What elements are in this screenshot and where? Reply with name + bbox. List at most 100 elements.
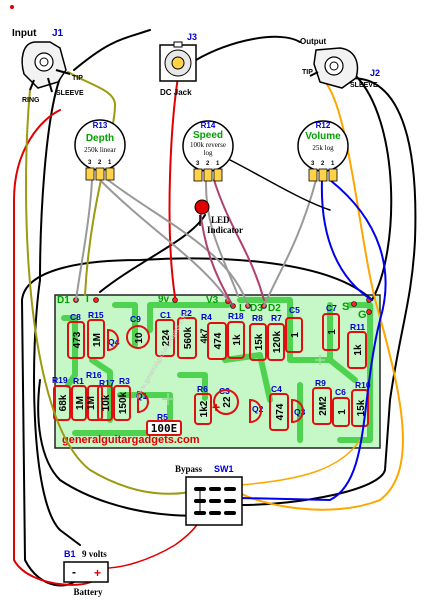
r19-body [53, 385, 71, 421]
ref-r15: R15 [88, 310, 104, 320]
ref-r1: R1 [73, 376, 84, 386]
c1-body [155, 319, 175, 357]
wire-led-to-d1 [99, 214, 206, 293]
led-label-line2: Indicator [207, 225, 243, 235]
value-r18: 1k [232, 334, 243, 346]
r11-body [347, 331, 367, 369]
r3-body [113, 385, 131, 421]
battery-ref: B1 [64, 549, 76, 559]
value-r8: 15k [254, 333, 265, 350]
wire-ground-return [33, 279, 81, 546]
wire-battery-positive [13, 109, 97, 586]
r8-body [249, 323, 267, 361]
q2-body [249, 398, 262, 424]
pad-label-l: L [239, 303, 245, 314]
dc-jack-ref: J3 [187, 32, 197, 42]
pad-label-i: I [86, 294, 89, 305]
input-jack-tip-lug [55, 69, 71, 75]
pot-volume-lugs [308, 168, 338, 182]
ref-c6: C6 [335, 387, 346, 397]
ref-r5: R5 [157, 412, 168, 422]
value-c2: 474 [213, 332, 224, 349]
battery: B1 9 volts - + Battery [63, 549, 109, 597]
ground-plus-marks [162, 355, 325, 405]
q1-body [137, 390, 149, 414]
wire-battery-ground [20, 257, 373, 587]
input-jack-title: Input [12, 28, 37, 39]
pot-depth-pin1: 1 [108, 160, 112, 166]
r17-body [97, 385, 113, 421]
wire-input-tip [67, 71, 117, 296]
value-c6: 1 [337, 409, 348, 415]
c8-body [67, 321, 85, 359]
c9-body [126, 325, 150, 349]
bypass-switch: Bypass SW1 [175, 464, 243, 526]
value-c3: 22 [222, 396, 233, 408]
output-jack-tip-label: TIP [302, 69, 313, 76]
c4-body [269, 393, 289, 431]
c3-body [213, 389, 239, 415]
pot-speed-pin2: 2 [206, 161, 210, 167]
output-jack-hole [329, 61, 339, 71]
battery-title: Battery [74, 587, 103, 597]
value-c9: 10 [134, 332, 145, 344]
r7-body [267, 323, 285, 361]
wire-depth-pin1 [99, 179, 229, 301]
pot-depth-value: 250k linear [84, 146, 116, 154]
value-r4: 4k7 [199, 328, 209, 343]
ref-c1: C1 [160, 310, 171, 320]
wire-output-tip [237, 81, 404, 511]
value-c4: 474 [275, 403, 286, 420]
pot-volume: R12 Volume 25k log 3 2 1 [297, 120, 349, 182]
value-r3: 150k [118, 391, 129, 414]
ref-c5: C5 [289, 305, 300, 315]
wire-volume-to-switch [239, 179, 387, 502]
switch-ref: SW1 [214, 464, 234, 474]
output-jack: Output TIP J2 SLEEVE [300, 37, 380, 89]
value-r6: 1k2 [199, 400, 210, 417]
wire-dc-to-9v [168, 64, 181, 298]
c5-body [285, 317, 303, 353]
pot-speed-pin3: 3 [196, 161, 200, 167]
wire-orange-branch [239, 439, 361, 486]
pot-depth-pin3: 3 [88, 160, 92, 166]
pad-label-s: S [342, 301, 349, 313]
ref-c7: C7 [326, 303, 337, 313]
wire-depth-pin3 [75, 179, 93, 301]
r16-body [87, 385, 103, 421]
dc-jack-lug [173, 41, 183, 48]
ref-c4: C4 [271, 384, 282, 394]
ref-r7: R7 [271, 313, 282, 323]
pot-speed-name: Speed [193, 130, 223, 141]
c3-polarity-plus: + [212, 399, 220, 415]
value-c1: 224 [161, 329, 172, 346]
r15-body [87, 319, 105, 359]
website-label: generalguitargadgets.com [62, 434, 200, 446]
corner-mark [10, 5, 14, 9]
value-r15: 1M [92, 333, 103, 347]
dc-jack-pin [171, 56, 185, 70]
wire-volume-pin3 [263, 179, 317, 307]
value-r7: 120k [272, 330, 283, 353]
pot-volume-ref: R12 [316, 121, 331, 130]
pot-volume-pin1: 1 [331, 161, 335, 167]
pad-label-g: G [358, 309, 367, 321]
pot-speed-ref: R14 [201, 121, 216, 130]
ref-q3: Q3 [294, 407, 306, 417]
value-r19: 68k [58, 394, 69, 411]
switch-lugs [194, 487, 236, 515]
dc-jack: J3 DC Jack [159, 32, 197, 97]
input-jack-hole [39, 57, 49, 67]
battery-plus: + [94, 566, 101, 580]
pot-depth-lugs [85, 167, 115, 181]
wire-speed-pin2 [204, 179, 239, 297]
pot-volume-name: Volume [305, 131, 341, 142]
wire-output-to-switch [239, 77, 417, 506]
r10-body [351, 389, 369, 427]
c7-body [322, 313, 340, 351]
dc-jack-title: DC Jack [160, 88, 192, 97]
output-jack-tip-lug [309, 71, 319, 77]
wire-led-to-l [199, 209, 234, 307]
ref-r17: R17 [99, 378, 115, 388]
